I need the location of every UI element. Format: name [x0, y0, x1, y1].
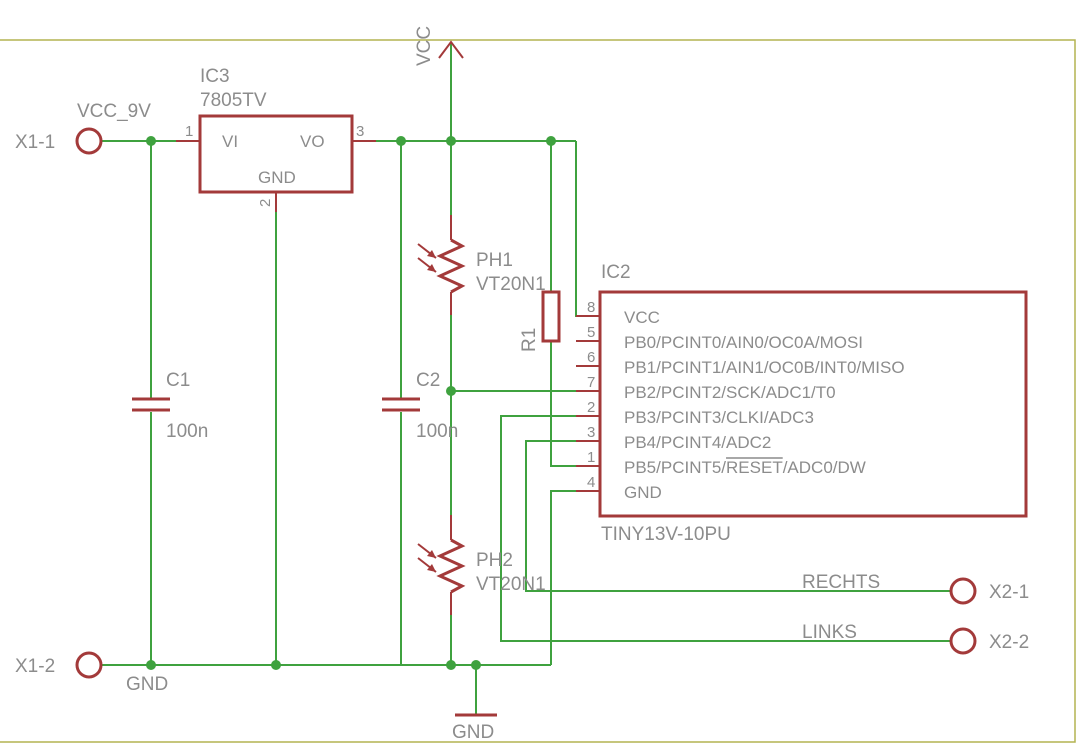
junction-dot	[146, 660, 156, 670]
c1-name: C1	[166, 370, 190, 391]
r1-name: R1	[519, 328, 540, 352]
net-label-rechts: RECHTS	[802, 572, 880, 593]
light-arrows-icon	[417, 543, 437, 573]
sheet-frame	[0, 39, 1076, 743]
ic2-pin-number: 3	[587, 424, 595, 441]
ic3-pin-num-2: 2	[257, 199, 274, 207]
ic3-pin-gnd: GND	[258, 168, 296, 187]
label-vcc-9v: VCC_9V	[77, 101, 151, 122]
pad-icon	[949, 577, 977, 605]
connector-x1-2[interactable]: X1-2 GND	[15, 651, 168, 695]
ic2-pin-number: 4	[587, 474, 595, 491]
ic2-pin-label: PB0/PCINT0/AIN0/OC0A/MOSI	[624, 333, 863, 352]
label-gnd-left: GND	[126, 674, 168, 695]
photoresistor-ph2[interactable]: PH2 VT20N1	[417, 515, 546, 615]
ic3-pin-num-1: 1	[185, 123, 193, 140]
ic2-name: IC2	[601, 262, 631, 283]
wire-links	[500, 415, 950, 642]
ic2-pin-number: 6	[587, 349, 595, 366]
resistor-body	[541, 290, 561, 343]
ic2-pin-label: GND	[624, 483, 662, 502]
connector-x1-1[interactable]: X1-1 VCC_9V	[15, 101, 151, 155]
ic3-value: 7805TV	[200, 90, 267, 111]
photoresistor-ph1[interactable]: PH1 VT20N1	[417, 215, 546, 315]
gnd-supply-symbol[interactable]: GND	[452, 713, 497, 743]
wire-ic2-vcc	[575, 141, 600, 317]
ic3-pin-vi: VI	[222, 132, 238, 151]
ic3-pin-num-3: 3	[356, 123, 364, 140]
ic2-pin-number: 8	[587, 299, 595, 316]
net-label-links: LINKS	[802, 622, 857, 643]
junction-dot	[471, 660, 481, 670]
ic3-regulator[interactable]: IC3 7805TV VI VO GND 1 3 2	[176, 66, 376, 212]
connector-x2-1[interactable]: X2-1	[949, 577, 1029, 605]
label-vcc: VCC	[414, 26, 435, 66]
ic2-pin-label: PB5/PCINT5/RESET/ADC0/DW	[624, 458, 866, 477]
wire-ic2-gnd	[550, 490, 600, 665]
c2-value: 100n	[416, 421, 458, 442]
pad-icon	[949, 627, 977, 655]
junction-dot	[446, 660, 456, 670]
vcc-supply-symbol[interactable]: VCC	[414, 26, 464, 66]
junction-dot	[546, 136, 556, 146]
connector-x2-2[interactable]: X2-2	[949, 627, 1029, 655]
ph1-value: VT20N1	[476, 274, 546, 295]
label-x2-1: X2-1	[989, 582, 1029, 603]
pad-icon	[75, 127, 103, 155]
arrow-up-icon	[438, 40, 464, 59]
ic2-pin-number: 2	[587, 399, 595, 416]
ic3-pin-vo: VO	[300, 132, 325, 151]
label-x1-1: X1-1	[15, 132, 55, 153]
ic2-pin-label: VCC	[624, 308, 660, 327]
capacitor-c2[interactable]: C2 100n	[382, 370, 458, 442]
ic2-pin-number: 5	[587, 324, 595, 341]
ic2-pin-number: 1	[587, 449, 595, 466]
ph2-name: PH2	[476, 550, 513, 571]
junctions	[146, 136, 556, 670]
junction-dot	[446, 386, 456, 396]
ic2-pin-number: 7	[587, 374, 595, 391]
junction-dot	[271, 660, 281, 670]
ic3-name: IC3	[200, 66, 230, 87]
c2-name: C2	[416, 370, 440, 391]
label-x1-2: X1-2	[15, 656, 55, 677]
ic2-pin-label: PB2/PCINT2/SCK/ADC1/T0	[624, 383, 836, 402]
capacitor-c1[interactable]: C1 100n	[132, 370, 208, 442]
junction-dot	[396, 136, 406, 146]
c1-value: 100n	[166, 421, 208, 442]
ph2-value: VT20N1	[476, 574, 546, 595]
ic3-body	[198, 114, 354, 194]
light-arrows-icon	[417, 243, 437, 273]
ic2-body	[598, 290, 1028, 518]
resistor-zigzag	[436, 238, 466, 294]
ph1-name: PH1	[476, 250, 513, 271]
wire-rechts	[525, 440, 950, 592]
ic2-pin-label: PB4/PCINT4/ADC2	[624, 433, 771, 452]
ic2-value: TINY13V-10PU	[601, 524, 731, 545]
label-gnd-bottom: GND	[452, 722, 494, 743]
resistor-zigzag	[436, 538, 466, 594]
junction-dot	[446, 136, 456, 146]
label-x2-2: X2-2	[989, 632, 1029, 653]
pad-icon	[75, 651, 103, 679]
ic2-pin-label: PB3/PCINT3/CLKI/ADC3	[624, 408, 814, 427]
resistor-r1[interactable]: R1	[519, 290, 561, 352]
junction-dot	[146, 136, 156, 146]
ic2-pin-label: PB1/PCINT1/AIN1/OC0B/INT0/MISO	[624, 358, 905, 377]
